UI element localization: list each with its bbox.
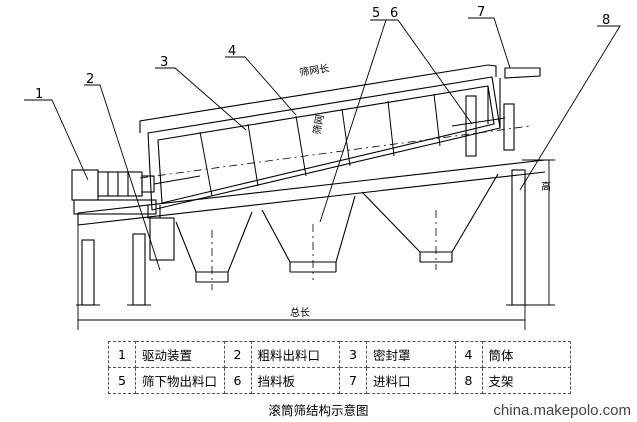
legend-label: 驱动装置: [135, 341, 225, 368]
legend-label: 粗料出料口: [250, 341, 340, 368]
legend-label: 进料口: [366, 367, 456, 394]
callout-6: 6: [390, 6, 398, 21]
feed-inlet: [451, 67, 541, 157]
drive-assembly: [71, 169, 201, 215]
leader-lines: [24, 17, 621, 271]
legend-num: 7: [339, 367, 367, 394]
callout-4: 4: [228, 44, 236, 59]
legend-label: 挡料板: [250, 367, 340, 394]
callout-7: 7: [477, 5, 485, 20]
total-length-dim: [77, 225, 526, 330]
centre-lines: [139, 125, 531, 290]
diagram-caption: 滚筒筛结构示意图: [268, 403, 369, 418]
screen-length-label: 筛网长: [298, 61, 330, 79]
screen-small-label: 筛网: [310, 114, 326, 136]
screen-panels: [199, 93, 441, 197]
callout-5: 5: [372, 6, 380, 21]
drum-screen-drawing: 1 2 3 4 5 6 7 8 筛网长 总长 高 筛网: [24, 5, 621, 330]
hoppers: [147, 173, 499, 283]
support-legs: [76, 169, 531, 306]
legend-row: 1 驱动装置 2 粗料出料口 3 密封罩 4 筒体: [108, 341, 571, 368]
drum-body: [147, 76, 501, 211]
legend-num: 6: [223, 367, 252, 394]
legend-num: 3: [339, 341, 367, 368]
legend-label: 筒体: [481, 341, 571, 368]
total-length-label: 总长: [290, 306, 310, 319]
height-label: 高: [541, 180, 551, 193]
sealing-cover: [139, 64, 497, 133]
legend-label: 支架: [481, 367, 571, 394]
parts-legend-table: 1 驱动装置 2 粗料出料口 3 密封罩 4 筒体 5 筛下物出料口 6 挡料板…: [108, 341, 571, 394]
legend-row: 5 筛下物出料口 6 挡料板 7 进料口 8 支架: [108, 367, 571, 394]
callout-8: 8: [602, 13, 610, 28]
legend-num: 5: [108, 367, 136, 394]
legend-num: 2: [223, 341, 252, 368]
legend-num: 1: [108, 341, 136, 368]
site-watermark: china.makepolo.com: [493, 402, 631, 419]
legend-label: 筛下物出料口: [135, 367, 225, 394]
legend-label: 密封罩: [366, 341, 456, 368]
callout-1: 1: [35, 87, 43, 102]
legend-num: 4: [454, 341, 483, 368]
callout-2: 2: [86, 72, 94, 87]
callout-3: 3: [160, 55, 168, 70]
legend-num: 8: [454, 367, 483, 394]
